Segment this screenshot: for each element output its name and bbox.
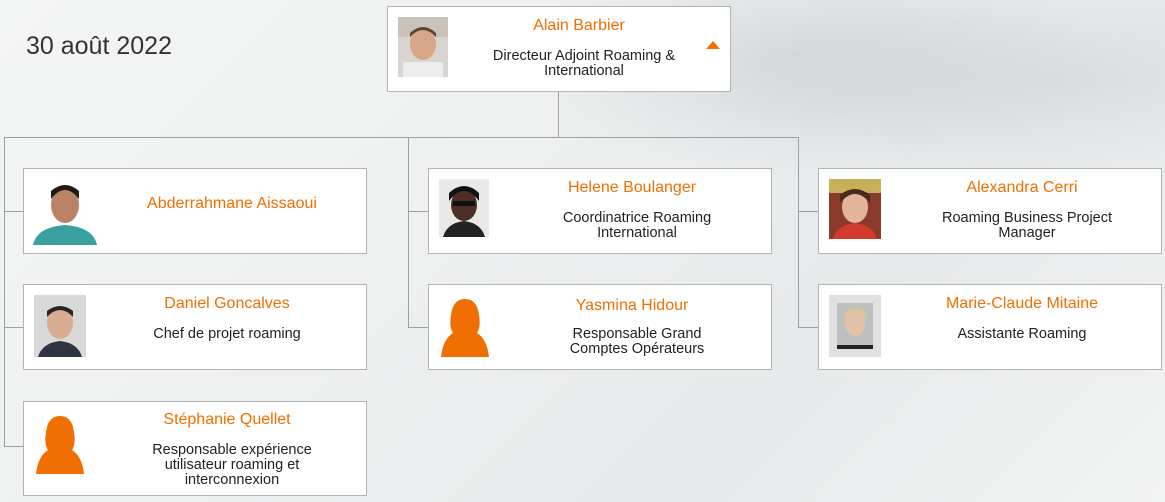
connector-line — [798, 137, 799, 328]
org-chart-date: 30 août 2022 — [26, 32, 172, 60]
person-title: Coordinatrice Roaming International — [562, 210, 712, 241]
connector-line — [408, 327, 428, 328]
person-name: Yasmina Hidour — [575, 297, 689, 314]
avatar — [34, 295, 86, 357]
person-title: Responsable Grand Comptes Opérateurs — [569, 326, 705, 357]
person-name: Stéphanie Quellet — [163, 411, 291, 428]
person-title: Chef de projet roaming — [153, 326, 301, 342]
person-title: Directeur Adjoint Roaming & Internationa… — [492, 48, 676, 79]
person-name: Alain Barbier — [533, 17, 625, 34]
avatar — [439, 179, 489, 237]
avatar — [439, 295, 491, 357]
org-card[interactable]: Alexandra Cerri Roaming Business Project… — [818, 168, 1162, 254]
avatar — [398, 17, 448, 77]
person-name: Helene Boulanger — [567, 179, 697, 196]
connector-line — [558, 91, 559, 138]
person-title: Roaming Business Project Manager — [941, 210, 1113, 241]
org-card[interactable]: Marie-Claude Mitaine Assistante Roaming — [818, 284, 1162, 370]
connector-line — [4, 137, 799, 138]
person-name: Marie-Claude Mitaine — [945, 295, 1099, 312]
org-card[interactable]: Yasmina Hidour Responsable Grand Comptes… — [428, 284, 772, 370]
person-name: Daniel Goncalves — [164, 295, 290, 312]
connector-line — [408, 137, 409, 328]
avatar — [34, 412, 86, 474]
org-card[interactable]: Daniel Goncalves Chef de projet roaming — [23, 284, 367, 370]
person-title: Assistante Roaming — [957, 326, 1087, 342]
avatar — [829, 179, 881, 239]
org-card[interactable]: Stéphanie Quellet Responsable expérience… — [23, 401, 367, 496]
org-card[interactable]: Abderrahmane Aissaoui — [23, 168, 367, 254]
connector-line — [798, 327, 818, 328]
avatar — [29, 177, 101, 245]
org-card[interactable]: Helene Boulanger Coordinatrice Roaming I… — [428, 168, 772, 254]
connector-line — [4, 327, 23, 328]
avatar — [829, 295, 881, 357]
person-name: Alexandra Cerri — [966, 179, 1078, 196]
connector-line — [798, 211, 818, 212]
connector-line — [4, 211, 23, 212]
person-name: Abderrahmane Aissaoui — [147, 195, 317, 212]
connector-line — [4, 137, 5, 447]
connector-line — [4, 446, 23, 447]
caret-up-icon[interactable] — [706, 41, 720, 49]
connector-line — [408, 211, 428, 212]
person-title: Responsable expérience utilisateur roami… — [152, 442, 312, 488]
org-card-root[interactable]: Alain Barbier Directeur Adjoint Roaming … — [387, 6, 731, 92]
